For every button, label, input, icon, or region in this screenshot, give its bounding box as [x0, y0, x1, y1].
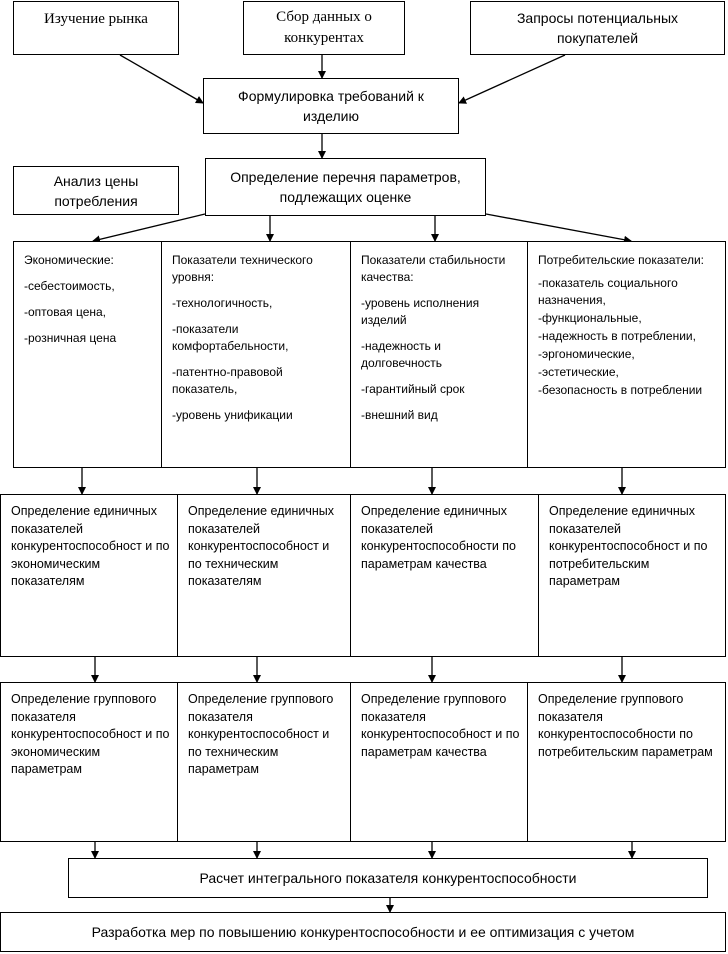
category-item: -эстетические, [538, 365, 619, 379]
unit-indicators-consumer-label: Определение единичных показателей конкур… [549, 504, 708, 588]
category-item: -патентно-правовой показатель, [172, 365, 283, 396]
category-item: -надежность в потреблении, [538, 329, 696, 343]
category-quality-heading: Показатели стабильности качества: [361, 253, 506, 284]
category-consumer-heading: Потребительские показатели: [538, 253, 704, 267]
group-indicator-technical: Определение группового показателя конкур… [177, 682, 351, 842]
integral-indicator-box: Расчет интегрального показателя конкурен… [68, 858, 708, 898]
parameters-list-box: Определение перечня параметров, подлежащ… [205, 158, 486, 216]
competitor-data-label: Сбор данных о конкурентах [276, 9, 372, 46]
requirements-box: Формулировка требований к изделию [203, 78, 459, 134]
category-item: -оптовая цена, [24, 305, 106, 319]
category-item: -уровень унификации [172, 408, 293, 422]
category-item: -показатели комфортабельности, [172, 322, 289, 353]
unit-indicators-quality: Определение единичных показателей конкур… [350, 494, 539, 657]
category-item: -функциональные, [538, 311, 642, 325]
group-indicator-economic-label: Определение группового показателя конкур… [11, 692, 170, 776]
unit-indicators-economic: Определение единичных показателей конкур… [0, 494, 178, 657]
group-indicator-quality: Определение группового показателя конкур… [350, 682, 528, 842]
category-item: -эргономические, [538, 347, 635, 361]
price-analysis-label: Анализ цены потребления [53, 172, 139, 209]
market-research-box: Изучение рынка [13, 1, 179, 55]
buyer-requests-label: Запросы потенциальных покупателей [516, 10, 679, 46]
category-item: -розничная цена [24, 331, 117, 345]
category-item: -гарантийный срок [361, 382, 465, 396]
buyer-requests-box: Запросы потенциальных покупателей [470, 1, 725, 55]
category-economic-heading: Экономические: [24, 253, 114, 267]
category-item: -внешний вид [361, 408, 438, 422]
requirements-label: Формулировка требований к изделию [238, 88, 424, 124]
category-technical: Показатели технического уровня: -техноло… [161, 241, 351, 468]
group-indicator-economic: Определение группового показателя конкур… [0, 682, 178, 842]
category-consumer: Потребительские показатели: -показатель … [527, 241, 726, 468]
category-technical-heading: Показатели технического уровня: [172, 253, 313, 284]
optimization-measures-label: Разработка мер по повышению конкурентосп… [91, 924, 635, 940]
category-item: -безопасность в потреблении [538, 383, 703, 397]
group-indicator-consumer-label: Определение группового показателя конкур… [538, 692, 713, 759]
category-item: -себестоимость, [24, 279, 115, 293]
unit-indicators-consumer: Определение единичных показателей конкур… [538, 494, 726, 657]
category-item: -показатель социального назначения, [538, 276, 678, 307]
unit-indicators-technical-label: Определение единичных показателей конкур… [188, 504, 334, 588]
price-analysis-box: Анализ цены потребления [13, 166, 179, 215]
category-item: -надежность и долговечность [361, 339, 443, 370]
group-indicator-consumer: Определение группового показателя конкур… [527, 682, 726, 842]
unit-indicators-technical: Определение единичных показателей конкур… [177, 494, 351, 657]
category-item: -технологичность, [172, 296, 273, 310]
unit-indicators-economic-label: Определение единичных показателей конкур… [11, 504, 170, 588]
unit-indicators-quality-label: Определение единичных показателей конкур… [361, 504, 517, 571]
category-economic: Экономические: -себестоимость, -оптовая … [13, 241, 162, 468]
group-indicator-quality-label: Определение группового показателя конкур… [361, 692, 520, 759]
group-indicator-technical-label: Определение группового показателя конкур… [188, 692, 334, 776]
category-quality-stability: Показатели стабильности качества: -урове… [350, 241, 528, 468]
integral-indicator-label: Расчет интегрального показателя конкурен… [199, 870, 577, 886]
category-item: -уровень исполнения изделий [361, 296, 480, 327]
parameters-list-label: Определение перечня параметров, подлежащ… [230, 169, 461, 205]
competitor-data-box: Сбор данных о конкурентах [243, 1, 405, 55]
market-research-label: Изучение рынка [44, 11, 148, 27]
optimization-measures-box: Разработка мер по повышению конкурентосп… [0, 912, 726, 952]
